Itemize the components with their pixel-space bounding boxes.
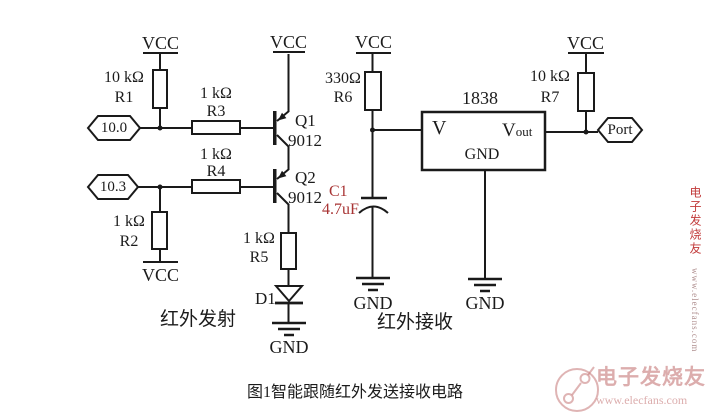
vcc-label: VCC xyxy=(354,32,392,52)
resistor-r4-value: 1 kΩ xyxy=(200,146,232,163)
resistor-body-r3 xyxy=(191,120,241,135)
port-10.0: 10.0 xyxy=(100,120,128,136)
ic-pin-vout: Vout xyxy=(502,121,532,140)
junction-dot xyxy=(157,125,163,131)
transistor-q2-symbol xyxy=(273,168,290,206)
wires xyxy=(138,51,604,323)
resistor-r6-ref: R6 xyxy=(333,89,353,106)
transistor-q1-part: 9012 xyxy=(288,131,322,150)
resistor-r5-value: 1 kΩ xyxy=(243,230,275,247)
ground-symbols xyxy=(272,276,502,337)
transistor-q2-ref: Q2 xyxy=(295,168,316,187)
transistor-q1-symbol xyxy=(273,110,290,148)
ground-symbol xyxy=(272,321,306,337)
resistor-body-r6 xyxy=(364,71,382,111)
resistor-r7-value: 10 kΩ xyxy=(530,68,570,85)
gnd-label: GND xyxy=(269,337,309,357)
figure-caption: 图1智能跟随红外发送接收电路 xyxy=(246,384,463,401)
watermark-brand: 电子发烧友 xyxy=(688,186,702,256)
gnd-label: GND xyxy=(353,293,393,313)
capacitor-c1-symbol xyxy=(358,196,389,214)
elecfans-logo-icon xyxy=(555,366,599,412)
ic-part-number: 1838 xyxy=(462,88,498,108)
port-hexagon-10.0 xyxy=(86,115,142,141)
vcc-label: VCC xyxy=(141,265,179,285)
ic-pin-vout-sub: out xyxy=(515,124,533,139)
resistor-body-r7 xyxy=(577,72,595,112)
port-hexagons xyxy=(86,115,644,200)
resistor-body-r2 xyxy=(151,211,168,250)
vcc-label: VCC xyxy=(566,33,604,53)
junction-dots xyxy=(157,125,589,190)
section-label-receive: 红外接收 xyxy=(377,312,454,333)
port-hexagon-port xyxy=(596,117,644,143)
wire xyxy=(138,51,604,323)
port-out: Port xyxy=(607,122,633,138)
vcc-label: VCC xyxy=(269,32,307,52)
junction-dot xyxy=(583,129,589,135)
resistor-r4-ref: R4 xyxy=(206,163,226,180)
ic-pin-v: V xyxy=(432,117,447,139)
watermark-url: www.elecfans.com xyxy=(596,393,688,407)
resistor-r6-value: 330Ω xyxy=(325,70,361,87)
resistor-r5-ref: R5 xyxy=(249,249,269,266)
ic-pin-gnd: GND xyxy=(464,146,500,163)
resistor-r1-value: 10 kΩ xyxy=(104,69,144,86)
diode-d1-symbol xyxy=(273,285,305,305)
resistor-r1-ref: R1 xyxy=(114,89,134,106)
section-label-transmit: 红外发射 xyxy=(160,309,237,330)
watermark-vertical: 电子发烧友 www.elecfans.com xyxy=(687,186,703,352)
resistor-body-r1 xyxy=(152,69,168,109)
diode-d1-ref: D1 xyxy=(255,289,276,308)
resistor-r7-ref: R7 xyxy=(540,89,560,106)
junction-dot xyxy=(157,184,163,190)
resistor-body-r4 xyxy=(191,179,241,194)
resistor-r3-ref: R3 xyxy=(206,103,226,120)
port-hexagon-10.3 xyxy=(86,174,140,200)
vcc-label: VCC xyxy=(141,33,179,53)
ground-symbol xyxy=(356,276,390,292)
capacitor-c1-value: 4.7uF xyxy=(322,201,359,218)
transistor-q1-ref: Q1 xyxy=(295,111,316,130)
watermark-url: www.elecfans.com xyxy=(690,268,700,353)
port-10.3: 10.3 xyxy=(99,179,127,195)
capacitor-c1-ref: C1 xyxy=(329,183,348,200)
gnd-label: GND xyxy=(465,293,505,313)
watermark-brand: 电子发烧友 xyxy=(596,365,706,389)
ic-pin-vout-main: V xyxy=(502,120,516,141)
resistor-r2-ref: R2 xyxy=(119,233,139,250)
ic-body-1838 xyxy=(420,110,547,172)
resistor-r2-value: 1 kΩ xyxy=(113,213,145,230)
transistor-q2-part: 9012 xyxy=(288,188,322,207)
resistor-r3-value: 1 kΩ xyxy=(200,85,232,102)
resistor-bodies xyxy=(151,69,595,270)
resistor-body-r5 xyxy=(280,232,297,270)
ground-symbol xyxy=(468,277,502,293)
junction-dot xyxy=(370,127,375,133)
